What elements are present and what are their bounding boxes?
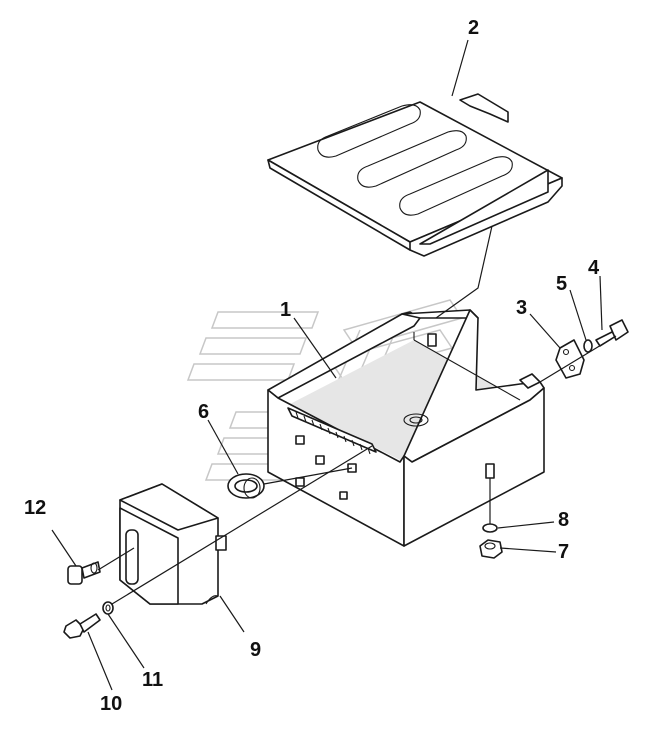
callout-10: 10 [100,693,122,715]
bolt-4 [595,319,629,347]
callout-11: 11 [142,669,163,691]
callout-1: 1 [280,299,291,321]
callout-2: 2 [468,17,479,39]
callout-5: 5 [556,273,567,295]
callout-9: 9 [250,639,261,661]
callout-12: 12 [24,497,46,519]
leader-lines [51,39,617,691]
clamp-plate [555,339,585,379]
callout-8: 8 [558,509,569,531]
bolt-10 [63,613,101,639]
washer-8 [482,523,498,533]
grommet [227,473,265,499]
callout-3: 3 [516,297,527,319]
nut-7 [479,539,503,559]
bolt-12 [67,561,101,585]
callout-labels: 1 2 3 4 5 6 7 8 9 10 11 12 [24,17,600,715]
bracket-cover [119,483,227,605]
callout-6: 6 [198,401,209,423]
washer-5 [583,339,593,353]
callout-4: 4 [588,257,600,279]
battery-box [267,309,545,547]
callout-7: 7 [558,541,569,563]
washer-11 [102,601,114,615]
lid [267,93,563,257]
